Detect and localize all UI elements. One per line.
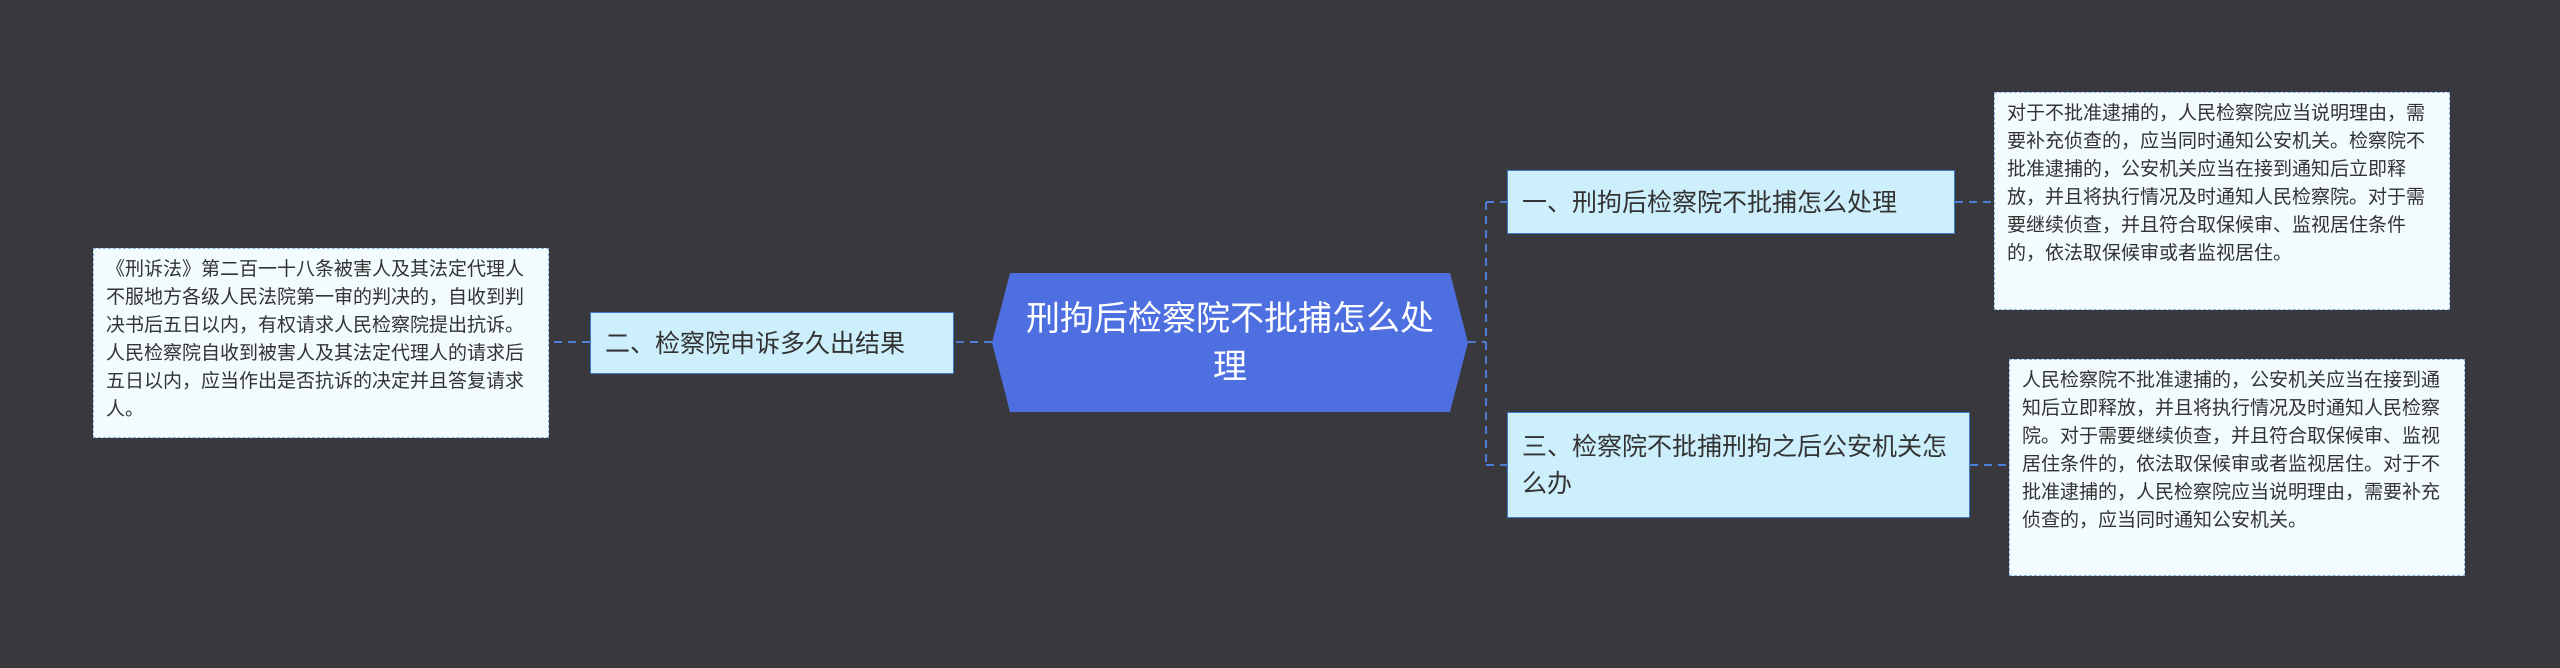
branch-topic-2-label: 二、检察院申诉多久出结果: [605, 328, 906, 358]
central-topic[interactable]: 刑拘后检察院不批捕怎么处理: [992, 273, 1468, 412]
branch-topic-2[interactable]: 二、检察院申诉多久出结果: [590, 312, 954, 374]
central-topic-shape: [992, 273, 1468, 412]
detail-note-2[interactable]: 《刑诉法》第二百一十八条被害人及其法定代理人不服地方各级人民法院第一审的判决的，…: [93, 248, 549, 438]
branch-topic-3[interactable]: 三、检察院不批捕刑拘之后公安机关怎么办: [1507, 412, 1970, 518]
detail-note-3[interactable]: 人民检察院不批准逮捕的，公安机关应当在接到通知后立即释放，并且将执行情况及时通知…: [2009, 359, 2465, 576]
central-topic-label: 刑拘后检察院不批捕怎么处理: [1026, 298, 1434, 387]
branch-topic-1[interactable]: 一、刑拘后检察院不批捕怎么处理: [1507, 170, 1955, 234]
branch-topic-3-label: 三、检察院不批捕刑拘之后公安机关怎么办: [1522, 432, 1948, 498]
branch-topic-1-label: 一、刑拘后检察院不批捕怎么处理: [1522, 187, 1898, 217]
detail-note-1[interactable]: 对于不批准逮捕的，人民检察院应当说明理由，需要补充侦查的，应当同时通知公安机关。…: [1994, 92, 2450, 310]
